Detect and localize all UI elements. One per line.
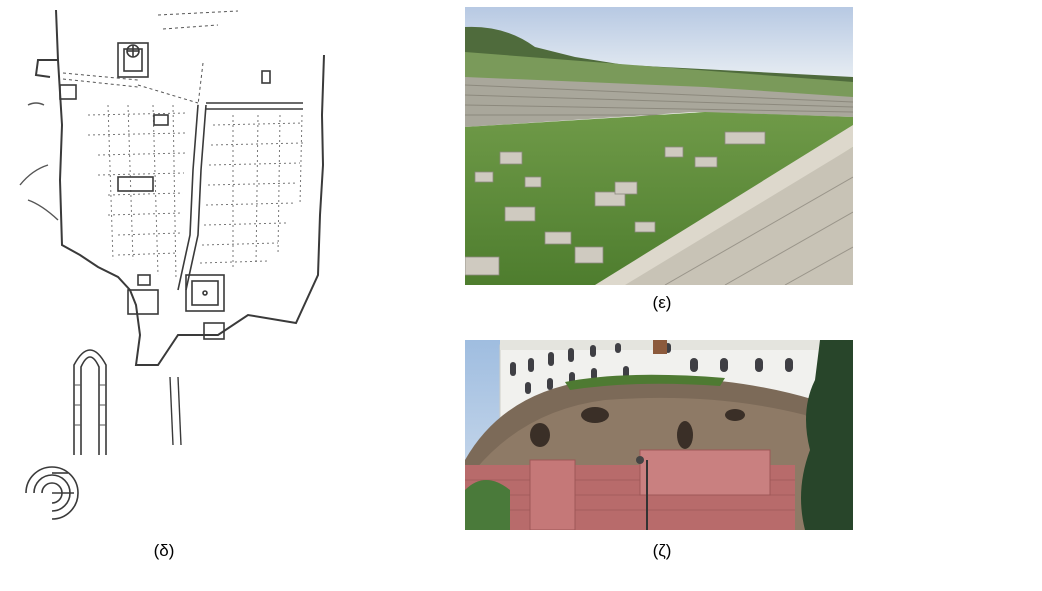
caption-zeta: (ζ) — [652, 541, 672, 560]
city-plan-drawing — [19, 9, 325, 520]
stadium-ruins-photo — [465, 7, 853, 285]
city-plan-figure — [18, 5, 358, 520]
rotunda-photo-illustration — [465, 340, 853, 530]
stadium-photo-illustration — [465, 7, 853, 285]
rotunda-photo — [465, 340, 853, 530]
caption-epsilon: (ε) — [652, 293, 672, 312]
caption-delta: (δ) — [153, 541, 175, 560]
